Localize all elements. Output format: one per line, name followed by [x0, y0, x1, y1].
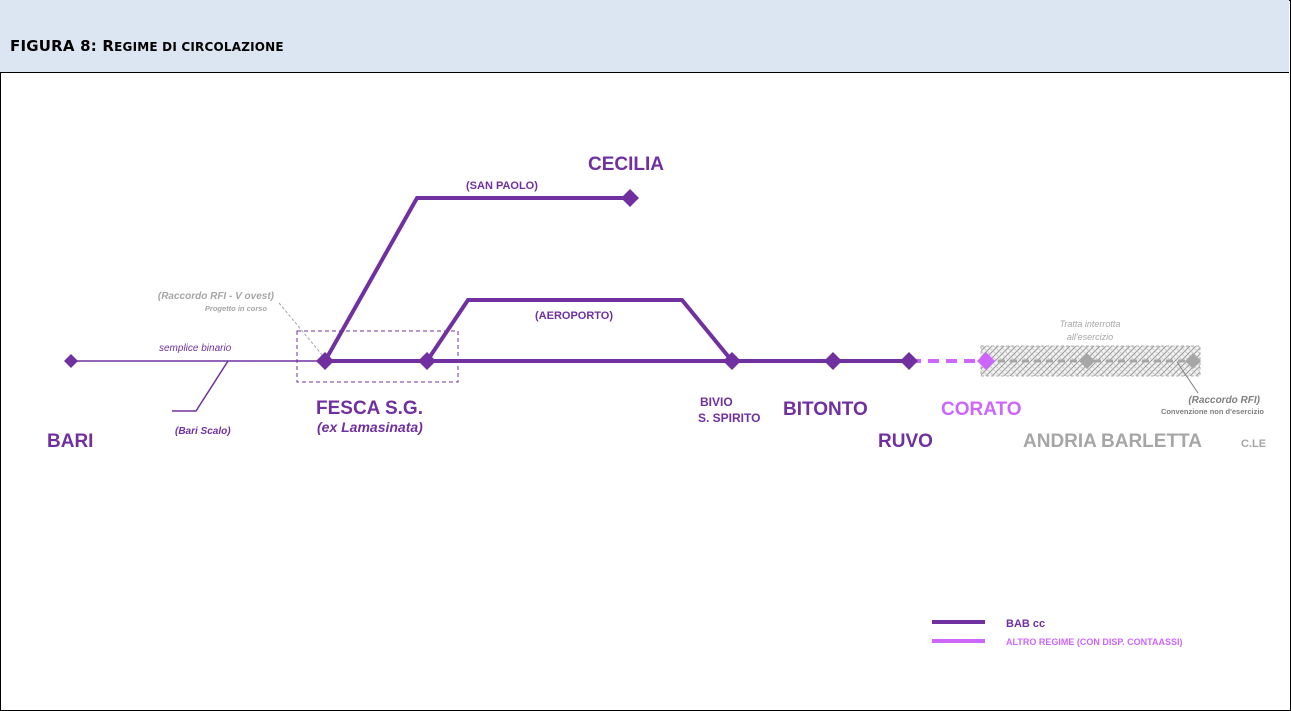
label-cecilia: CECILIA: [588, 154, 664, 175]
station-marker-cecilia: [621, 189, 639, 207]
label-andria: ANDRIA: [1023, 431, 1097, 452]
label-bari-scalo: (Bari Scalo): [175, 426, 231, 437]
label-corato: CORATO: [941, 399, 1022, 420]
label-barletta-suffix: C.LE: [1241, 438, 1266, 450]
raccordo-rfi-leader: [1176, 361, 1199, 394]
label-bitonto: BITONTO: [783, 399, 868, 420]
label-semplice-binario: semplice binario: [159, 343, 232, 354]
label-san-paolo: (SAN PAOLO): [466, 180, 538, 192]
legend: BAB cc ALTRO REGIME (CON DISP. CONTAASSI…: [932, 618, 1183, 647]
label-tratta-interrotta: Tratta interrotta: [1060, 319, 1121, 329]
label-ruvo: RUVO: [878, 431, 933, 452]
label-convenzione: Convenzione non d'esercizio: [1161, 407, 1264, 416]
legend-label-altro: ALTRO REGIME (CON DISP. CONTAASSI): [1006, 637, 1183, 647]
legend-label-bab: BAB cc: [1006, 618, 1045, 630]
track-aeroporto-loop: [425, 298, 734, 363]
label-bivio: BIVIO: [700, 395, 733, 409]
label-progetto-in-corso: Progetto in corso: [205, 304, 268, 313]
station-marker-ruvo: [900, 352, 918, 370]
station-marker-fesca: [316, 352, 334, 370]
track-cecilia-branch: [323, 196, 630, 362]
label-aeroporto: (AEROPORTO): [535, 310, 613, 322]
track-bari-scalo-branch: [172, 360, 229, 412]
fesca-dashed-box: [296, 330, 459, 383]
station-marker-fesca-junction: [418, 352, 436, 370]
station-marker-barletta: [1185, 353, 1201, 369]
label-bari: BARI: [47, 431, 93, 452]
figure-title: FIGURA 8: REGIME DI CIRCOLAZIONE: [10, 37, 284, 55]
station-marker-bitonto: [824, 352, 842, 370]
station-marker-corato: [977, 352, 995, 370]
station-marker-bivio: [723, 352, 741, 370]
raccordo-leader-line: [278, 302, 324, 357]
label-ex-lamasinata: (ex Lamasinata): [317, 419, 423, 435]
label-all-esercizio: all'esercizio: [1067, 332, 1113, 342]
label-raccordo-rfi-v-ovest: (Raccordo RFI - V ovest): [158, 291, 275, 302]
station-marker-bari: [64, 354, 78, 368]
label-raccordo-rfi: (Raccordo RFI): [1188, 395, 1260, 406]
label-barletta: BARLETTA: [1101, 431, 1202, 452]
label-fesca: FESCA S.G.: [316, 398, 423, 419]
label-s-spirito: S. SPIRITO: [698, 411, 760, 425]
figure-header: FIGURA 8: REGIME DI CIRCOLAZIONE: [0, 0, 1289, 73]
station-marker-andria: [1079, 353, 1095, 369]
